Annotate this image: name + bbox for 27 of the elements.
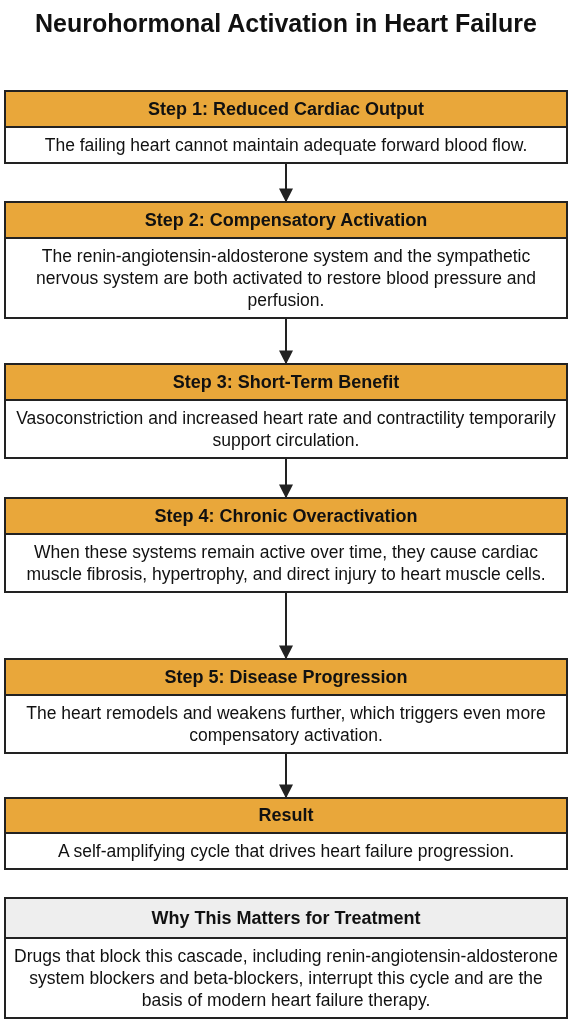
step-box xyxy=(4,497,568,593)
box-heading: Why This Matters for Treatment xyxy=(6,899,566,939)
arrow xyxy=(279,318,293,365)
box-heading: Step 3: Short-Term Benefit xyxy=(6,365,566,401)
box-description: The renin-angiotensin-aldosterone system and the sympathetic nervous system are both activated to restore blood pressure and perfusion. xyxy=(35,245,537,312)
box-description: Drugs that block this cascade, including renin-angiotensin-aldosterone system blockers and beta-blockers, interrupt this cycle and are the basis of modern heart failure therapy. xyxy=(13,945,559,1012)
step-box xyxy=(4,90,568,164)
box-description: Vasoconstriction and increased heart rate and contractility temporarily support circulation. xyxy=(15,407,557,452)
diagram-title: Neurohormonal Activation in Heart Failure xyxy=(34,8,538,39)
step-box xyxy=(4,363,568,459)
box-description: The heart remodels and weakens further, which triggers even more compensatory activation. xyxy=(25,702,547,747)
box-heading: Step 2: Compensatory Activation xyxy=(6,203,566,239)
box-heading: Step 1: Reduced Cardiac Output xyxy=(6,92,566,128)
box-heading: Result xyxy=(6,799,566,834)
arrow xyxy=(279,458,293,499)
box-description: The failing heart cannot maintain adequate forward blood flow. xyxy=(43,134,529,157)
box-heading: Step 5: Disease Progression xyxy=(6,660,566,696)
info-box xyxy=(4,897,568,1019)
box-heading: Step 4: Chronic Overactivation xyxy=(6,499,566,535)
step-box xyxy=(4,658,568,754)
step-box xyxy=(4,797,568,870)
arrow xyxy=(279,592,293,660)
box-description: A self-amplifying cycle that drives heart failure progression. xyxy=(56,840,516,863)
arrow xyxy=(279,753,293,799)
step-box xyxy=(4,201,568,319)
box-description: When these systems remain active over time, they cause cardiac muscle fibrosis, hypertrophy, and direct injury to heart muscle cells. xyxy=(25,541,547,586)
arrow xyxy=(279,163,293,203)
